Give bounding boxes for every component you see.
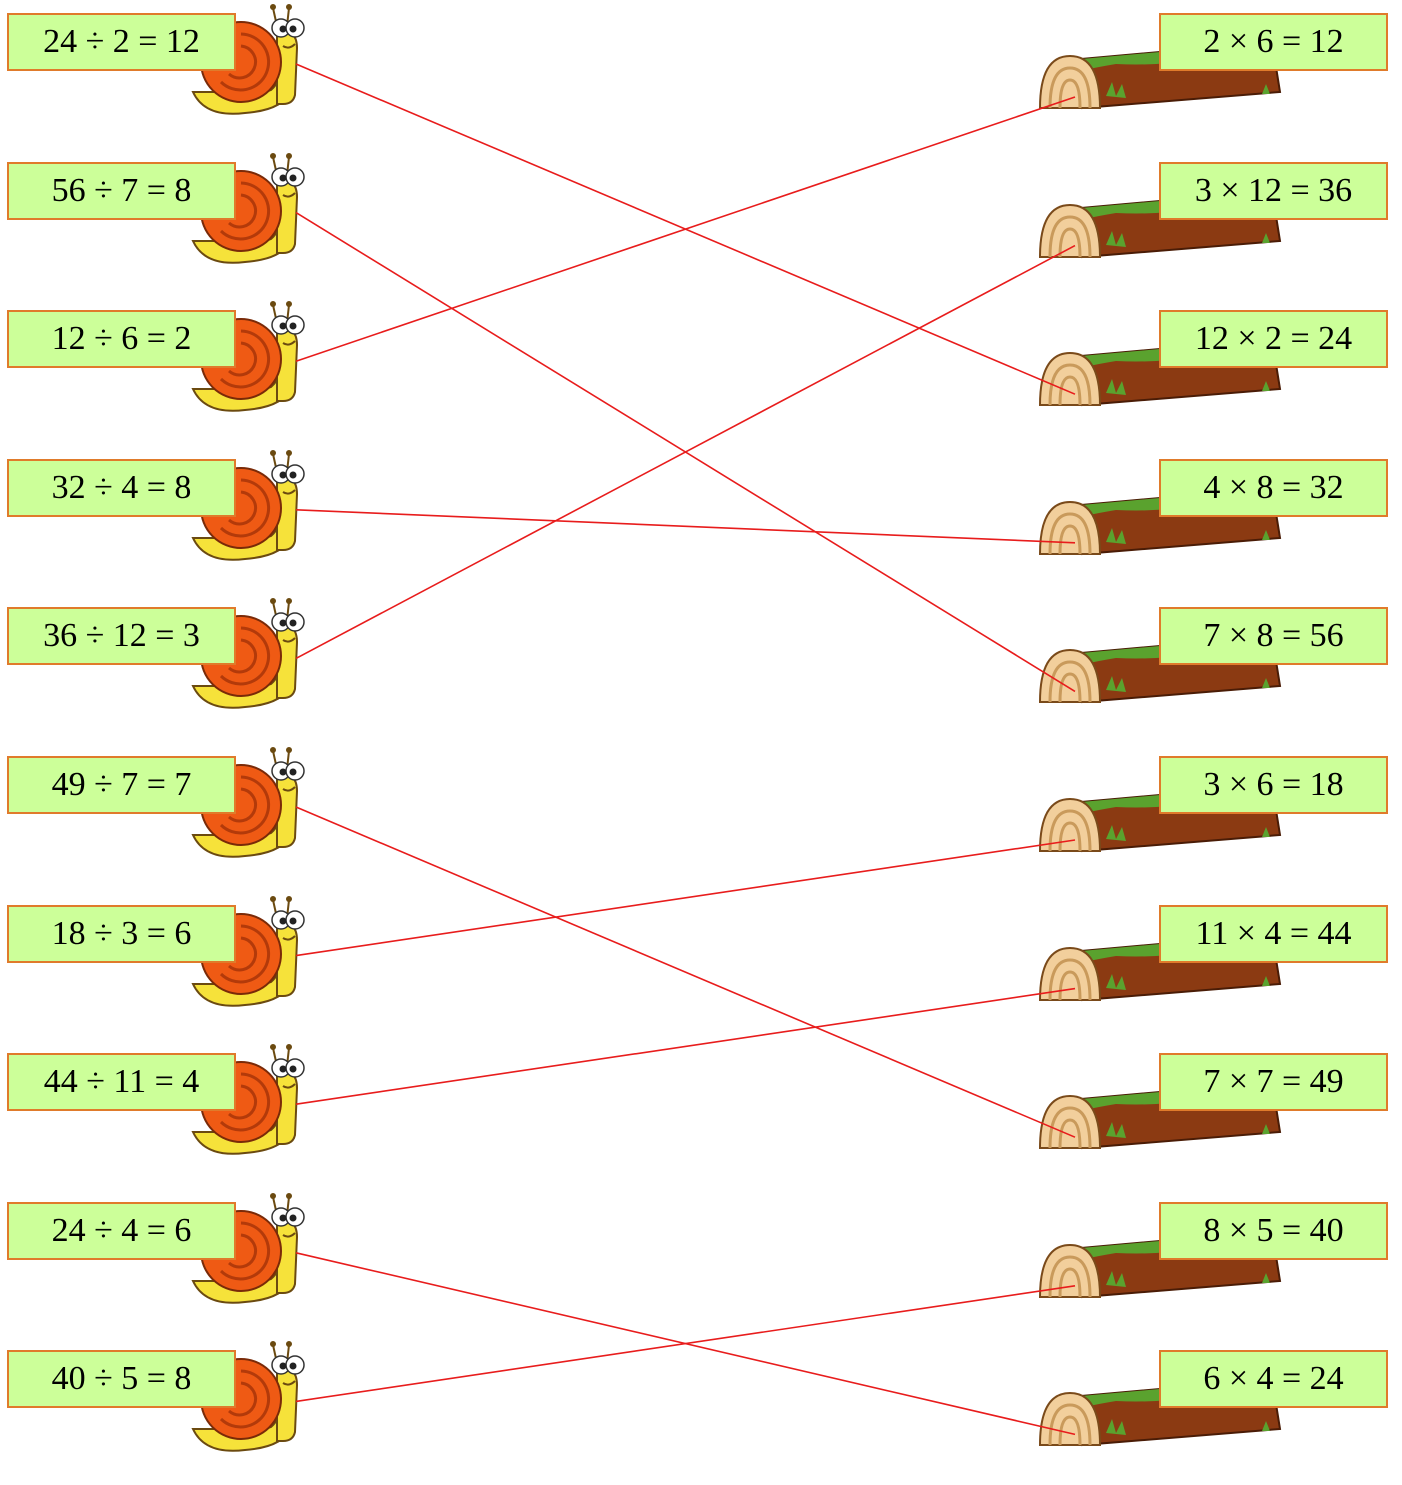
division-fact-box[interactable]: 49 ÷ 7 = 7 [7, 756, 236, 814]
multiplication-fact-box[interactable]: 12 × 2 = 24 [1159, 310, 1388, 369]
matching-row: 24 ÷ 2 = 12 2 × 6 = 12 [0, 0, 1402, 148]
division-fact-box[interactable]: 36 ÷ 12 = 3 [7, 607, 236, 666]
matching-row: 12 ÷ 6 = 2 12 × 2 = 24 [0, 297, 1402, 445]
matching-row: 40 ÷ 5 = 8 6 × 4 = 24 [0, 1337, 1402, 1485]
division-fact-box[interactable]: 12 ÷ 6 = 2 [7, 310, 236, 369]
multiplication-fact-box[interactable]: 7 × 8 = 56 [1159, 607, 1388, 666]
multiplication-fact-box[interactable]: 11 × 4 = 44 [1159, 904, 1388, 963]
matching-row: 36 ÷ 12 = 3 7 × 8 = 56 [0, 594, 1402, 742]
multiplication-fact-box[interactable]: 2 × 6 = 12 [1159, 13, 1388, 71]
division-fact-box[interactable]: 24 ÷ 2 = 12 [7, 13, 236, 71]
matching-row: 44 ÷ 11 = 4 7 × 7 = 49 [0, 1040, 1402, 1188]
division-fact-box[interactable]: 40 ÷ 5 = 8 [7, 1350, 236, 1409]
division-fact-box[interactable]: 24 ÷ 4 = 6 [7, 1201, 236, 1260]
matching-row: 49 ÷ 7 = 7 3 × 6 = 18 [0, 743, 1402, 891]
division-fact-box[interactable]: 56 ÷ 7 = 8 [7, 161, 236, 220]
snail-icon [185, 743, 309, 861]
division-fact-box[interactable]: 32 ÷ 4 = 8 [7, 458, 236, 517]
multiplication-fact-box[interactable]: 4 × 8 = 32 [1159, 458, 1388, 517]
division-fact-box[interactable]: 44 ÷ 11 = 4 [7, 1053, 236, 1112]
multiplication-fact-box[interactable]: 7 × 7 = 49 [1159, 1053, 1388, 1112]
multiplication-fact-box[interactable]: 6 × 4 = 24 [1159, 1350, 1388, 1409]
division-fact-box[interactable]: 18 ÷ 3 = 6 [7, 904, 236, 963]
multiplication-fact-box[interactable]: 3 × 12 = 36 [1159, 161, 1388, 220]
multiplication-fact-box[interactable]: 8 × 5 = 40 [1159, 1201, 1388, 1260]
matching-row: 18 ÷ 3 = 6 11 × 4 = 44 [0, 892, 1402, 1040]
matching-row: 32 ÷ 4 = 8 4 × 8 = 32 [0, 446, 1402, 594]
matching-row: 24 ÷ 4 = 6 8 × 5 = 40 [0, 1189, 1402, 1337]
multiplication-fact-box[interactable]: 3 × 6 = 18 [1159, 756, 1388, 814]
matching-row: 56 ÷ 7 = 8 3 × 12 = 36 [0, 149, 1402, 297]
matching-worksheet: 24 ÷ 2 = 12 2 × 6 = 12 56 ÷ 7 = 8 3 × 12… [0, 0, 1402, 1453]
